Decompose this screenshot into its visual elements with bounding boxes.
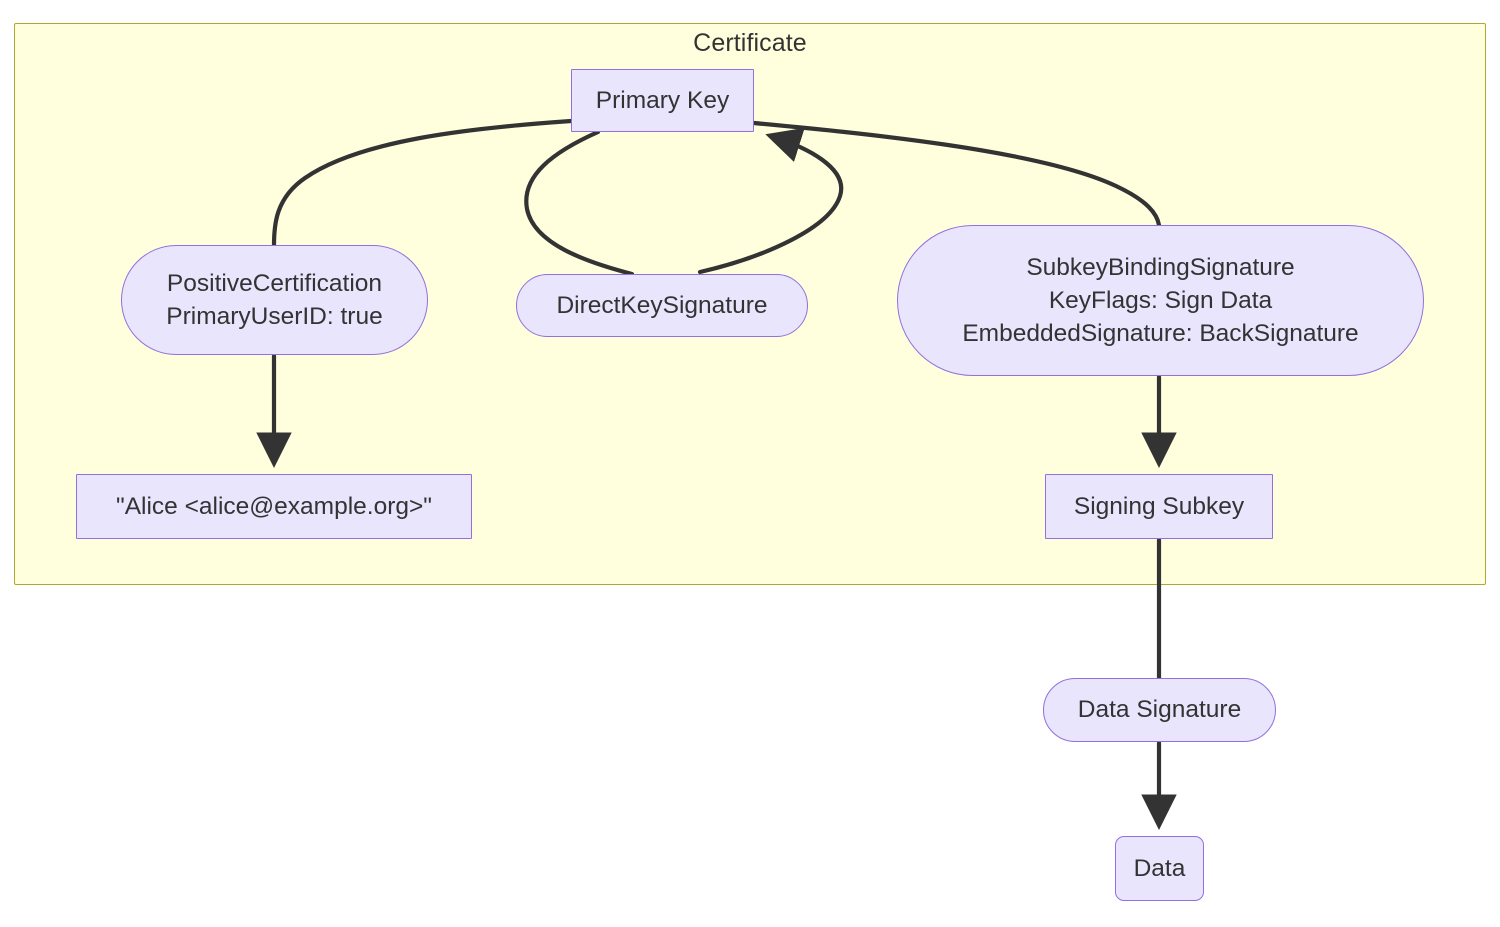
node-data[interactable]: Data (1115, 836, 1204, 901)
node-positive-certification[interactable]: PositiveCertification PrimaryUserID: tru… (121, 245, 428, 355)
node-primary-key[interactable]: Primary Key (571, 69, 754, 132)
node-subkey-binding-signature[interactable]: SubkeyBindingSignature KeyFlags: Sign Da… (897, 225, 1424, 376)
node-signing-subkey[interactable]: Signing Subkey (1045, 474, 1273, 539)
node-user-id[interactable]: "Alice <alice@example.org>" (76, 474, 472, 539)
node-data-signature[interactable]: Data Signature (1043, 678, 1276, 742)
node-direct-key-signature[interactable]: DirectKeySignature (516, 274, 808, 337)
cluster-label: Certificate (693, 29, 807, 57)
